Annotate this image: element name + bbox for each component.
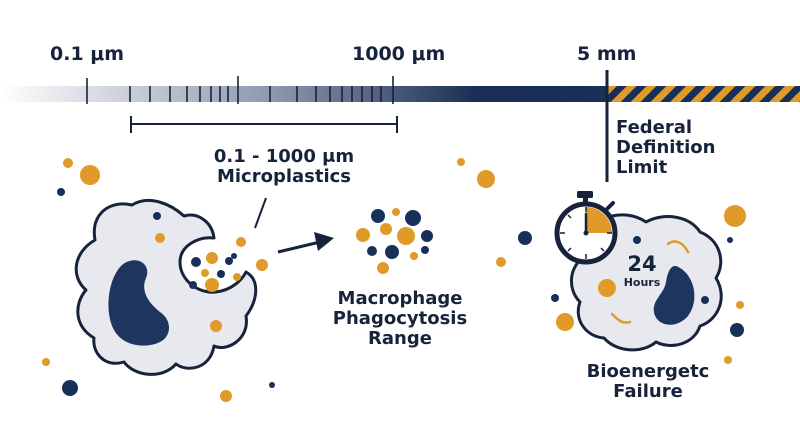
cell-nucleus-right bbox=[653, 265, 695, 325]
size-scale-bar bbox=[0, 70, 800, 182]
macrophage-cell-left bbox=[74, 199, 258, 376]
phagocytosis-range-label: Macrophage Phagocytosis Range bbox=[314, 288, 486, 350]
stopwatch-icon bbox=[554, 191, 618, 265]
phago-label-line3: Range bbox=[368, 328, 432, 350]
scale-label-mid: 1000 μm bbox=[352, 43, 446, 65]
federal-label-line3: Limit bbox=[616, 157, 668, 179]
timer-unit: Hours bbox=[623, 275, 661, 289]
federal-label-line2: Definition bbox=[616, 137, 716, 159]
range-bracket bbox=[130, 116, 398, 133]
phago-label-line1: Macrophage bbox=[337, 288, 463, 309]
phagocytosis-arrow bbox=[277, 232, 334, 254]
scale-ticks bbox=[86, 76, 394, 104]
microplastics-range-label: 0.1 - 1000 μm Microplastics bbox=[184, 146, 384, 188]
timer-readout: 24 Hours bbox=[614, 252, 670, 289]
engulfed-particles bbox=[189, 237, 246, 292]
federal-limit-label: Federal Definition Limit bbox=[616, 117, 716, 179]
range-label-line1: 0.1 - 1000 μm bbox=[213, 146, 355, 167]
background-particles bbox=[42, 158, 746, 402]
phago-label-line2: Phagocytosis bbox=[332, 308, 468, 330]
scale-label-min: 0.1 μm bbox=[50, 43, 125, 65]
timer-value: 24 bbox=[627, 252, 657, 276]
range-pointer-line bbox=[254, 197, 267, 229]
bioenergetic-failure-label: Bioenergetc Failure bbox=[566, 361, 730, 403]
phagocytosis-particle-cluster bbox=[356, 208, 433, 274]
failure-label-line2: Failure bbox=[613, 381, 683, 403]
federal-label-line1: Federal bbox=[616, 117, 693, 138]
range-label-line2: Microplastics bbox=[216, 166, 352, 188]
scale-label-max: 5 mm bbox=[577, 43, 637, 65]
cell-nucleus-left bbox=[108, 260, 169, 346]
failure-label-line1: Bioenergetc bbox=[586, 361, 710, 382]
